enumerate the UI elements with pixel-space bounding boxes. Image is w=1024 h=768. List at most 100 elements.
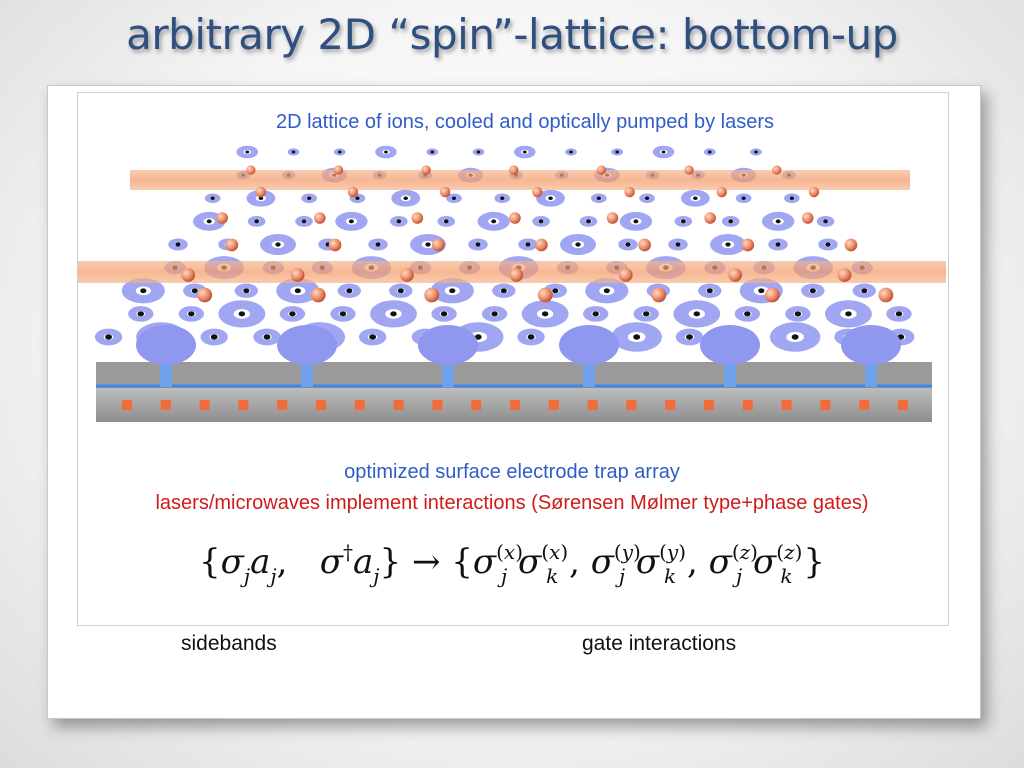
trap-site-dot xyxy=(644,196,650,201)
electrode-pad xyxy=(820,400,831,410)
gate-interactions-label: gate interactions xyxy=(582,632,737,655)
trap-site-dot xyxy=(548,196,553,201)
trap-site-dot xyxy=(538,219,544,224)
trap-site-dot xyxy=(337,150,342,154)
trap-site-dot xyxy=(238,311,246,317)
ion xyxy=(716,186,727,198)
electrode-dome xyxy=(841,325,901,365)
trap-site-dot xyxy=(175,242,181,247)
trap-site-dot xyxy=(625,242,631,247)
trap-site-dot xyxy=(758,288,765,294)
trap-site-dot xyxy=(680,219,686,224)
ion xyxy=(624,186,635,198)
electrode-pad xyxy=(122,400,132,410)
ion xyxy=(741,238,755,252)
trap-site-dot xyxy=(525,242,531,247)
trap-site-dot xyxy=(633,334,641,340)
ion xyxy=(509,165,519,175)
trap-site-dot xyxy=(596,196,602,201)
mapping-formula: {σjaj, σ†aj} → {σ(x)j σ(x)k , σ(y)j σ(y)… xyxy=(199,540,825,588)
trap-site-dot xyxy=(369,334,377,340)
trap-site-dot xyxy=(825,242,831,247)
trap-site-dot xyxy=(390,311,397,317)
trap-site-dot xyxy=(384,150,388,154)
trap-site-dot xyxy=(397,288,404,294)
electrode-dome xyxy=(418,325,478,365)
trap-site-dot xyxy=(306,196,312,201)
ion xyxy=(651,287,667,303)
laser-beam-upper xyxy=(130,170,910,190)
electrode-pad xyxy=(393,400,404,410)
trap-site-dot xyxy=(707,150,712,154)
ion xyxy=(704,212,716,224)
ion xyxy=(728,268,743,282)
trap-site-dot xyxy=(188,311,195,317)
trap-site-dot xyxy=(254,219,260,224)
electrode-pad xyxy=(160,400,171,410)
electrode-dome xyxy=(559,325,619,365)
trap-site-dot xyxy=(258,196,264,201)
trap-site-dot xyxy=(346,288,353,294)
ion xyxy=(837,268,852,282)
trap-site-dot xyxy=(522,150,527,154)
ion xyxy=(290,268,305,282)
electrode-pad xyxy=(277,400,288,410)
trap-site-dot xyxy=(243,288,250,294)
trap-site-dot xyxy=(475,242,481,247)
electrode-pad xyxy=(354,400,365,410)
trap-site-dot xyxy=(586,219,591,224)
ion xyxy=(333,165,344,175)
ion xyxy=(431,238,445,252)
electrode-dome xyxy=(700,325,760,365)
ion xyxy=(400,268,414,282)
electrode-dome xyxy=(136,325,196,365)
ion xyxy=(596,165,607,175)
ion xyxy=(618,268,633,282)
trap-site-dot xyxy=(643,311,650,317)
ion xyxy=(314,212,326,224)
trap-site-dot xyxy=(491,219,497,224)
ion xyxy=(509,212,521,224)
electrode-pad xyxy=(742,400,753,410)
trap-site-dot xyxy=(476,150,481,154)
trap-site-dot xyxy=(449,288,456,294)
ions xyxy=(181,165,894,303)
electrode-pad xyxy=(859,400,870,410)
electrode-pad xyxy=(432,400,443,410)
ion xyxy=(606,212,619,224)
trap-site-dot xyxy=(569,150,573,154)
lattice-caption: 2D lattice of ions, cooled and optically… xyxy=(275,111,775,133)
trap-site-dot xyxy=(789,196,795,201)
ion xyxy=(535,238,548,252)
ion xyxy=(421,165,431,175)
electrode-pad xyxy=(781,400,792,410)
trap-site-dot xyxy=(289,311,296,317)
trap-site-dot xyxy=(137,311,145,317)
ion xyxy=(246,165,256,175)
trap-site-dot xyxy=(355,196,360,201)
ion xyxy=(532,186,543,198)
trap-site-dot xyxy=(706,288,713,294)
trap-site-dot xyxy=(294,288,301,294)
electrode-pad xyxy=(665,400,676,410)
ion xyxy=(255,186,266,198)
trap-site-dot xyxy=(861,288,868,294)
trap-site-dot xyxy=(728,219,734,224)
trap-site-dot xyxy=(451,196,457,201)
trap-site-dot xyxy=(105,334,112,340)
trap-site-dot xyxy=(210,196,215,201)
ion xyxy=(225,238,239,252)
ion xyxy=(638,238,651,252)
ion xyxy=(216,212,228,224)
trap-site-dot xyxy=(443,219,449,224)
trap-site-dot xyxy=(592,311,599,317)
electrode-pad xyxy=(626,400,637,410)
ion xyxy=(310,287,326,303)
ion xyxy=(424,287,440,303)
trap-site-dot xyxy=(245,150,250,154)
trap-site-dot xyxy=(845,311,852,317)
ion xyxy=(878,287,894,303)
trap-site-dot xyxy=(744,311,751,317)
trap-site-dot xyxy=(552,288,559,294)
trap-site-dot xyxy=(575,242,581,247)
